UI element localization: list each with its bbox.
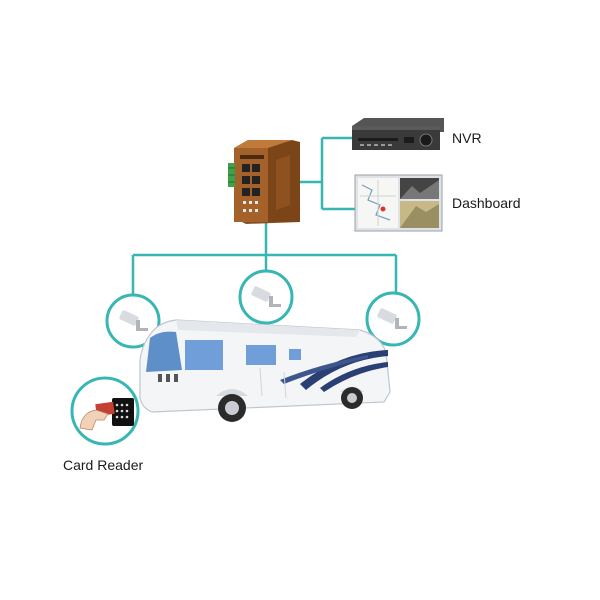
dashboard-icon (354, 174, 443, 232)
camera-center-icon (238, 269, 294, 325)
card-reader-label: Card Reader (63, 457, 144, 473)
dashboard-label: Dashboard (452, 195, 521, 211)
bus-icon (139, 319, 391, 422)
switch-icon (228, 140, 300, 224)
camera-left-icon (105, 293, 161, 349)
camera-right-icon (365, 291, 421, 347)
nvr-icon (352, 118, 444, 150)
connector-lines (131, 136, 398, 294)
nvr-label: NVR (452, 130, 482, 146)
card-reader-icon (70, 376, 140, 446)
